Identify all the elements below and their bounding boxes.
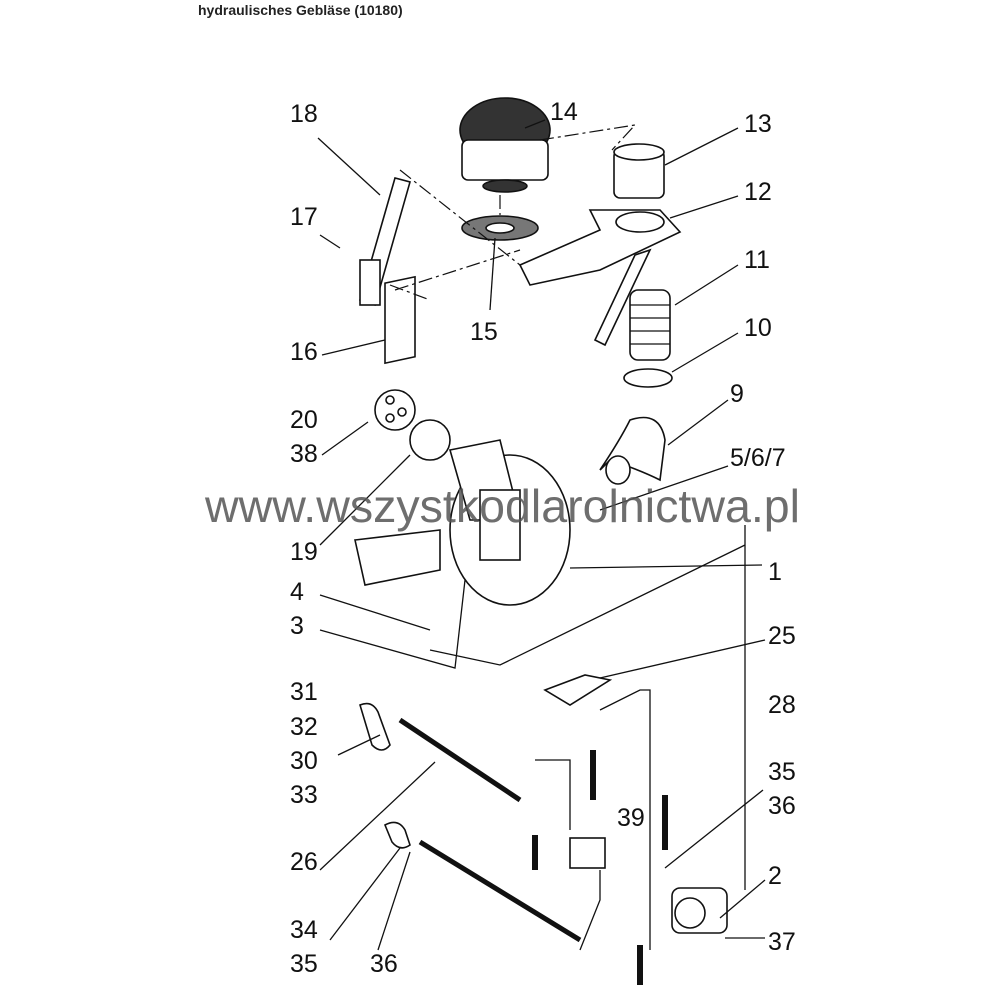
- part-14-air-filter-cap: [459, 97, 551, 193]
- part-1-fan-housing: [354, 439, 571, 606]
- label-10: 10: [744, 314, 772, 342]
- label-12: 12: [744, 178, 772, 206]
- label-38: 38: [290, 440, 318, 468]
- label-37: 37: [768, 928, 796, 956]
- label-36: 36: [370, 950, 398, 978]
- label-17: 17: [290, 203, 318, 231]
- label-15: 15: [470, 318, 498, 346]
- label-13: 13: [744, 110, 772, 138]
- label-4: 4: [290, 578, 304, 606]
- label-30: 30: [290, 747, 318, 775]
- part-12-bracket: [518, 209, 682, 347]
- hoses-and-fittings: [359, 525, 746, 985]
- label-33: 33: [290, 781, 318, 809]
- label-36: 36: [768, 792, 796, 820]
- part-20-flange: [374, 389, 451, 461]
- label-9: 9: [730, 380, 744, 408]
- label-26: 26: [290, 848, 318, 876]
- part-39-valve: [569, 837, 606, 869]
- part-25-bracket: [543, 674, 613, 706]
- label-25: 25: [768, 622, 796, 650]
- part-16-plate: [384, 275, 416, 365]
- label-3: 3: [290, 612, 304, 640]
- label-39: 39: [617, 804, 645, 832]
- label-2: 2: [768, 862, 782, 890]
- label-34: 34: [290, 916, 318, 944]
- diagram-title: hydraulisches Gebläse (10180): [198, 2, 403, 18]
- label-16: 16: [290, 338, 318, 366]
- label-32: 32: [290, 713, 318, 741]
- label-11: 11: [744, 246, 770, 274]
- label-14: 14: [550, 98, 578, 126]
- label-28: 28: [768, 691, 796, 719]
- label-5-6-7: 5/6/7: [730, 444, 786, 472]
- part-11-hose: [629, 289, 671, 361]
- label-1: 1: [768, 558, 782, 586]
- label-20: 20: [290, 406, 318, 434]
- part-2-hydraulic-motor: [671, 887, 728, 934]
- part-9-elbow: [599, 416, 666, 485]
- label-19: 19: [290, 538, 318, 566]
- part-10-clamp: [623, 368, 673, 388]
- label-18: 18: [290, 100, 318, 128]
- part-18-bracket: [359, 177, 411, 307]
- label-35: 35: [290, 950, 318, 978]
- leader-lines: [317, 119, 766, 951]
- part-13-sleeve: [613, 143, 665, 199]
- label-31: 31: [290, 678, 318, 706]
- watermark: www.wszystkodlarolnictwa.pl: [204, 480, 800, 532]
- label-35: 35: [768, 758, 796, 786]
- part-labels: 18 14 13 12 17 11 15 10 16 20 38 9 5/6/7…: [290, 98, 796, 978]
